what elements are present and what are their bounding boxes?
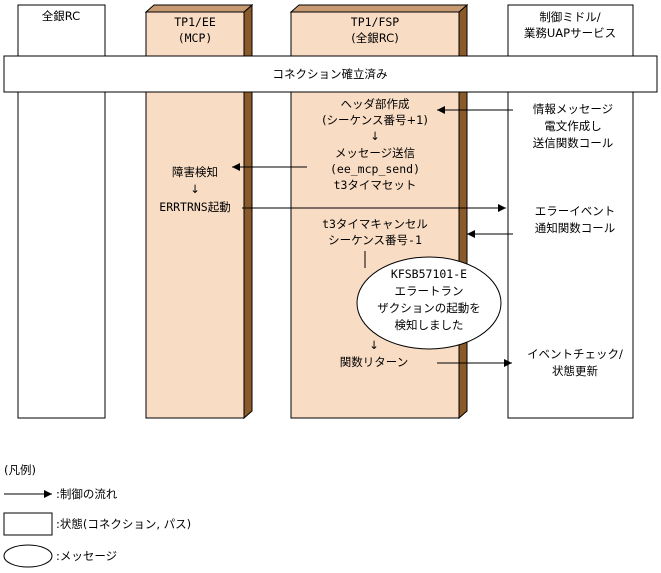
legend-ellipse-icon <box>3 544 53 568</box>
error-event-line2: 通知関数コール <box>535 221 616 235</box>
message-send-line3: t3タイマセット <box>334 178 417 192</box>
down-arrow-fault: ↓ <box>190 182 200 196</box>
legend-box-icon <box>3 512 53 536</box>
lane-subtitle-mcp: (MCP) <box>178 31 213 45</box>
banner-label: コネクション確立済み <box>273 67 388 81</box>
down-arrow-1: ↓ <box>370 129 380 143</box>
bubble-message-id: KFSB57101-E <box>391 267 467 281</box>
legend-arrow-label: :制御の流れ <box>56 487 118 501</box>
error-event-line1: エラーイベント <box>535 204 616 218</box>
msg-create-line1: 情報メッセージ <box>533 102 613 116</box>
lane-title-middleware: 制御ミドル/ <box>539 10 600 24</box>
bubble-line4: 検知しました <box>395 318 464 332</box>
msg-create-line3: 送信関数コール <box>533 136 614 150</box>
fault-detect-label: 障害検知 <box>172 165 218 179</box>
msg-create-line2: 電文作成し <box>544 119 602 133</box>
down-arrow-2: ↓ <box>369 338 379 352</box>
connection-established-banner: コネクション確立済み <box>3 55 658 93</box>
message-send-line2: (ee_mcp_send) <box>330 162 420 176</box>
bubble-line3: ザクションの起動を <box>377 301 481 315</box>
function-return-label: 関数リターン <box>340 355 408 369</box>
header-create-line1: ヘッダ部作成 <box>341 97 410 111</box>
legend-box-label: :状態(コネクション, パス) <box>56 517 191 531</box>
message-send-line1: メッセージ送信 <box>335 146 415 160</box>
message-bubble: KFSB57101-E エラートラン ザクションの起動を 検知しました <box>356 256 502 350</box>
bubble-line2: エラートラン <box>395 284 464 298</box>
lane-title-zengin-rc: 全銀RC <box>42 9 80 23</box>
timer-cancel-line1: t3タイマキャンセル <box>322 217 428 231</box>
event-check-line2: 状態更新 <box>552 364 598 378</box>
lane-subtitle-middleware: 業務UAPサービス <box>524 26 616 40</box>
header-create-line2: (シーケンス番号+1) <box>322 113 428 127</box>
event-check-line1: イベントチェック/ <box>527 347 623 361</box>
lane-title-tp1-fsp: TP1/FSP <box>351 15 400 29</box>
legend-ellipse-label: :メッセージ <box>56 549 117 563</box>
legend-title: (凡例) <box>4 463 36 477</box>
errtrns-start-label: ERRTRNS起動 <box>159 200 230 214</box>
lane-title-tp1-ee: TP1/EE <box>174 15 216 29</box>
lane-subtitle-zengin-rc: (全銀RC) <box>351 31 398 45</box>
timer-cancel-line2: シーケンス番号-1 <box>328 233 422 247</box>
legend: (凡例) :制御の流れ :状態(コネクション, パス) :メッセージ <box>3 463 191 568</box>
